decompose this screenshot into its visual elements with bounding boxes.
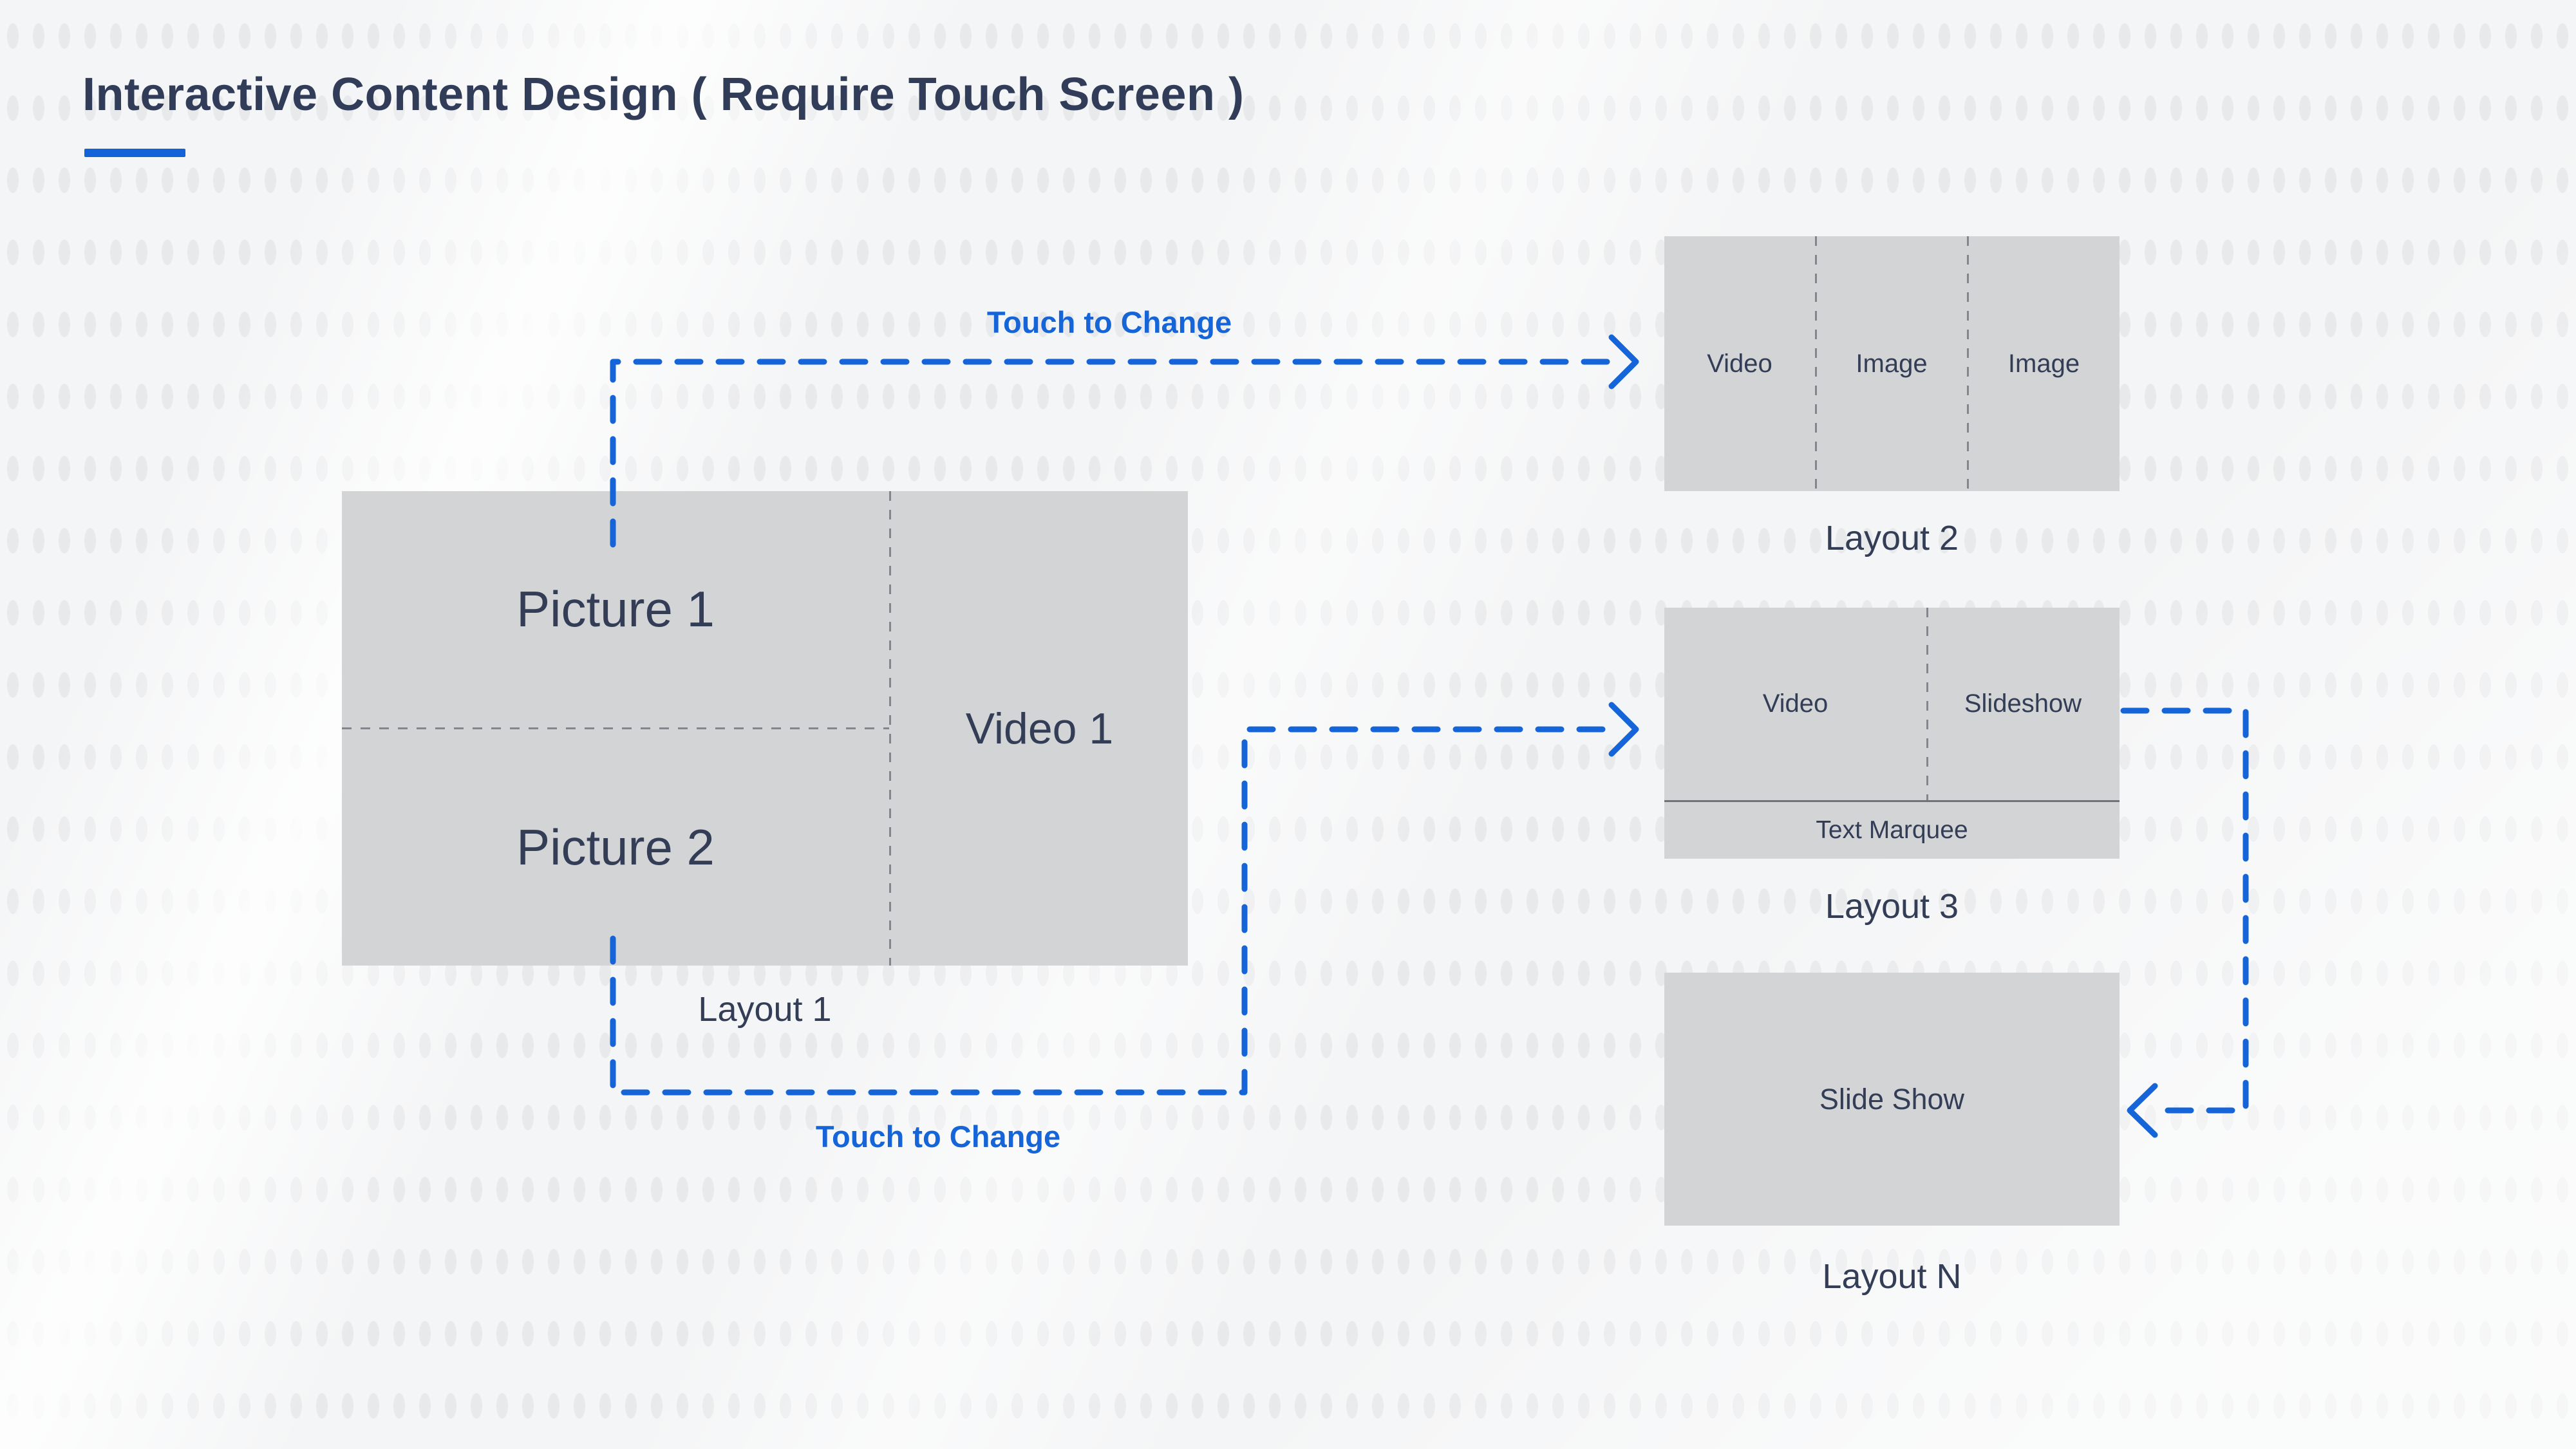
layoutN-caption: Layout N xyxy=(1822,1257,1962,1296)
layout1-cell-picture1: Picture 1 xyxy=(516,581,715,637)
connector-right-line xyxy=(2120,707,2249,1114)
layout3-caption: Layout 3 xyxy=(1825,887,1959,926)
layout1-cell-picture2: Picture 2 xyxy=(516,819,715,875)
layout2-caption: Layout 2 xyxy=(1825,519,1959,557)
layout3-cell-video: Video xyxy=(1762,689,1829,718)
touch-to-change-label-top: Touch to Change xyxy=(986,305,1232,339)
layout3-box: Video Slideshow Text Marquee xyxy=(1664,608,2120,859)
layoutN-box: Slide Show xyxy=(1664,973,2120,1226)
layout2-box: Video Image Image xyxy=(1664,236,2120,491)
layout1-caption: Layout 1 xyxy=(698,990,832,1029)
page-title: Interactive Content Design ( Require Tou… xyxy=(82,69,1245,120)
layoutN-cell-slideshow: Slide Show xyxy=(1819,1082,1965,1116)
layout2-divider-2 xyxy=(1967,236,1969,491)
arrow-right-icon xyxy=(1608,702,1639,757)
layout2-cell-video: Video xyxy=(1707,349,1772,378)
layout3-cell-text-marquee: Text Marquee xyxy=(1816,816,1968,844)
connector-top-line xyxy=(610,359,1610,548)
title-underline xyxy=(84,149,185,157)
layout1-vertical-divider xyxy=(889,491,891,966)
layout2-cell-image1: Image xyxy=(1856,349,1928,378)
layout3-cell-slideshow: Slideshow xyxy=(1964,689,2082,718)
layout3-vertical-divider xyxy=(1926,608,1928,800)
arrow-right-icon xyxy=(1608,334,1639,389)
layout1-horizontal-divider xyxy=(342,727,889,729)
layout1-box: Picture 1 Picture 2 Video 1 xyxy=(342,491,1188,966)
arrow-left-icon xyxy=(2127,1083,2158,1138)
touch-to-change-label-bottom: Touch to Change xyxy=(815,1119,1061,1154)
layout1-cell-video1: Video 1 xyxy=(965,704,1114,753)
connector-bottom-line xyxy=(610,726,1610,1096)
layout2-cell-image2: Image xyxy=(2007,349,2080,378)
layout3-marquee-divider xyxy=(1664,800,2120,802)
layout2-divider-1 xyxy=(1815,236,1817,491)
